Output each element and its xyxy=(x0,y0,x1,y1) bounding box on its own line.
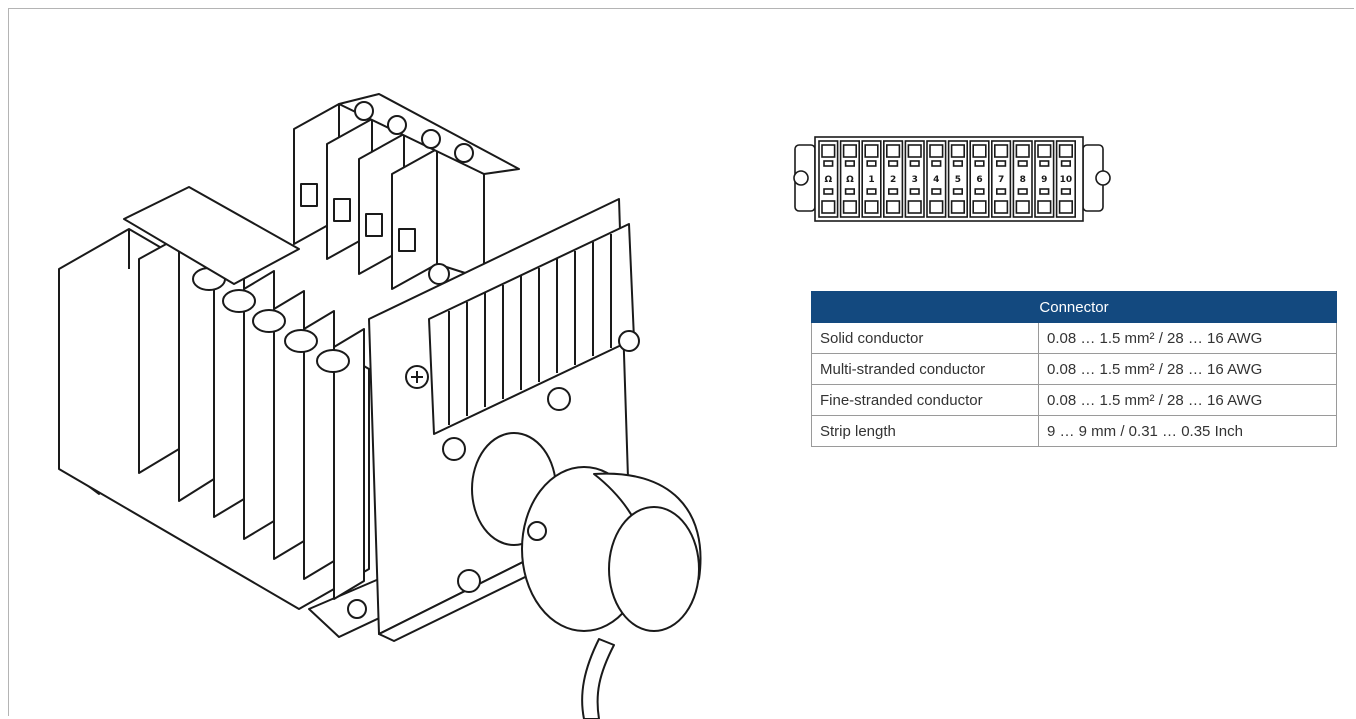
top-cover xyxy=(123,186,300,285)
table-header-row: Connector xyxy=(811,291,1337,323)
terminal-cell: 10 xyxy=(1055,140,1077,218)
terminal-label: Ω xyxy=(846,175,854,185)
terminal-cell: 8 xyxy=(1012,140,1033,218)
terminal-label: 2 xyxy=(890,175,896,185)
terminal-cell: 4 xyxy=(926,140,947,218)
row-value: 0.08 … 1.5 mm² / 28 … 16 AWG xyxy=(1038,384,1337,416)
table-row: Multi-stranded conductor 0.08 … 1.5 mm² … xyxy=(811,353,1337,385)
terminal-label: 5 xyxy=(955,175,961,185)
terminal-label: 7 xyxy=(998,175,1004,185)
row-value: 0.08 … 1.5 mm² / 28 … 16 AWG xyxy=(1038,322,1337,354)
terminal-label: 3 xyxy=(912,175,918,185)
terminal-cells: Ω Ω 1 2 3 4 5 6 7 8 9 10 xyxy=(818,140,1077,218)
terminal-cell: 6 xyxy=(969,140,990,218)
terminal-label: Ω xyxy=(824,175,832,185)
valve-modules xyxy=(138,216,365,600)
terminal-cell: 7 xyxy=(991,140,1012,218)
terminal-label: 10 xyxy=(1060,175,1073,185)
row-value: 0.08 … 1.5 mm² / 28 … 16 AWG xyxy=(1038,353,1337,385)
terminal-cell: 1 xyxy=(861,140,882,218)
row-label: Fine-stranded conductor xyxy=(811,384,1039,416)
terminal-label: 8 xyxy=(1020,175,1026,185)
terminal-label: 1 xyxy=(868,175,874,185)
table-row: Strip length 9 … 9 mm / 0.31 … 0.35 Inch xyxy=(811,415,1337,447)
table-header: Connector xyxy=(811,291,1337,323)
cable-connector xyxy=(471,432,702,719)
terminal-cell: 3 xyxy=(904,140,925,218)
connector-strip-drawing: Ω Ω 1 2 3 4 5 6 7 8 9 10 xyxy=(793,136,1111,222)
content-frame: Ω Ω 1 2 3 4 5 6 7 8 9 10 Connector Solid conductor … xyxy=(8,8,1354,719)
terminal-label: 4 xyxy=(933,175,939,185)
terminal-label: 6 xyxy=(976,175,982,185)
table-row: Fine-stranded conductor 0.08 … 1.5 mm² /… xyxy=(811,384,1337,416)
row-value: 9 … 9 mm / 0.31 … 0.35 Inch xyxy=(1038,415,1337,447)
terminal-cell: 2 xyxy=(883,140,904,218)
device-illustration xyxy=(58,93,702,719)
row-label: Multi-stranded conductor xyxy=(811,353,1039,385)
row-label: Strip length xyxy=(811,415,1039,447)
terminal-cell: 5 xyxy=(947,140,969,218)
cable xyxy=(581,638,615,719)
terminal-label: 9 xyxy=(1041,175,1047,185)
row-label: Solid conductor xyxy=(811,322,1039,354)
terminal-cell: 9 xyxy=(1034,140,1055,218)
table-row: Solid conductor 0.08 … 1.5 mm² / 28 … 16… xyxy=(811,322,1337,354)
terminal-cell: Ω xyxy=(818,140,839,218)
connector-spec-table: Connector Solid conductor 0.08 … 1.5 mm²… xyxy=(811,291,1337,447)
terminal-cell: Ω xyxy=(839,140,860,218)
top-terminal-blocks xyxy=(293,93,520,290)
